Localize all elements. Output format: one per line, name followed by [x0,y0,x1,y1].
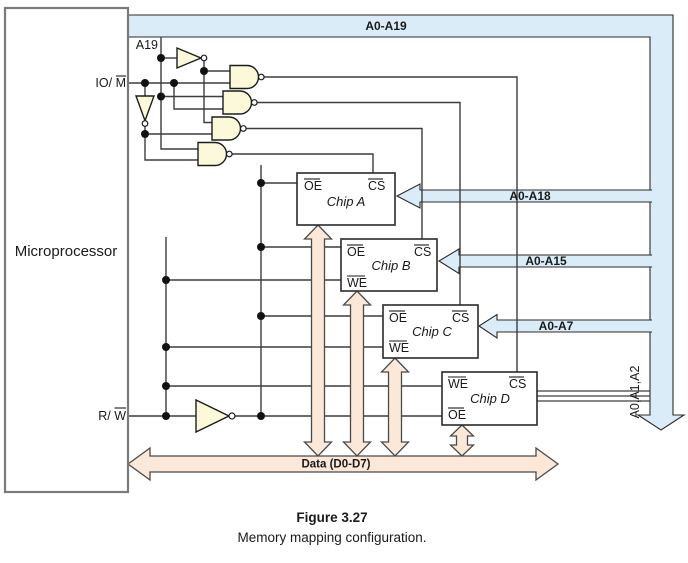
chip-a-box [296,172,396,226]
io-m-pin-label: IO/ M [95,76,126,90]
inverter-rw [195,398,231,434]
junction-dot [200,67,208,75]
inverter-rw-bubble [228,412,236,420]
data-arrow-chip-a [302,224,334,457]
caption-title: Figure 3.27 [296,510,367,525]
wire-a19-inverted [203,60,212,124]
nand-gate-4-bubble [225,150,233,158]
wire-nand2-to-chip-c-cs [257,101,461,305]
data-bus-band [126,446,560,482]
junction-dot [257,243,265,251]
figure-caption: Figure 3.27 Memory mapping configuration… [237,510,426,545]
junction-dot [162,343,170,351]
nand-gate-3 [211,116,242,141]
rw-pin-label: R/ W [98,409,126,423]
microprocessor-box [3,6,130,494]
buffer-inverter-a19 [176,46,203,70]
chip-d-cs-pin: CS [509,377,526,391]
nand-gate-2-bubble [250,99,258,106]
chip-b-oe-pin: OE [347,245,365,259]
chip-b-we-pin: WE [347,276,367,290]
data-arrow-chip-c [379,357,411,457]
address-bus-a0-a19 [127,14,686,431]
nand-gate-1-bubble [257,73,265,81]
wire-nand3-to-chip-b-cs [246,127,423,239]
wire-iom-nand2 [173,83,223,110]
address-arrow-a0-a7 [477,313,655,340]
junction-dot [141,130,149,138]
wire-nand1-to-chip-d-cs [264,76,518,372]
data-bus-label: Data (D0-D7) [301,459,370,471]
nand-gate-1 [229,64,260,90]
wire-iom-inverted [144,126,198,161]
data-arrow-chip-d [448,424,476,457]
wire-a19 [160,37,198,150]
inverter-io-m [134,95,156,123]
chip-a-address-label: A0-A18 [509,189,551,203]
chip-c-address-label: A0-A7 [539,319,574,333]
a19-tap-label: A19 [136,38,158,52]
chip-d-address-label: A0,A1,A2 [628,366,642,419]
chip-b-address-label: A0-A15 [525,254,567,268]
junction-dot [257,412,265,420]
wire-nand4-to-chip-a-cs [232,153,374,173]
junction-dot [157,92,165,101]
inverter-a19-bubble [200,54,208,62]
caption-text: Memory mapping configuration. [237,530,426,545]
chip-b-labels: OE CS WE Chip B [347,244,431,290]
nand-gate-2 [222,90,253,115]
junction-dot [257,179,265,187]
chip-b-box [340,238,438,292]
chip-c-labels: OE CS WE Chip C [389,310,469,355]
chip-c-cs-pin: CS [452,311,469,325]
junction-dot [170,79,178,87]
junction-dot [162,412,170,420]
chip-b-cs-pin: CS [414,245,431,259]
inverter-io-m-bubble [141,120,149,127]
chip-d-oe-pin: OE [448,408,466,422]
address-arrow-a0-a15 [437,248,655,275]
chip-c-box [382,304,479,359]
data-arrow-chip-b [341,290,373,457]
chip-c-name: Chip C [412,324,452,339]
junction-dot [162,276,170,284]
address-bus-band [127,14,686,431]
chip-d-box [441,371,538,426]
chip-d-name: Chip D [470,391,510,406]
data-bus [126,224,560,482]
main-address-bus-label: A0-A19 [365,19,407,33]
microprocessor-label: Microprocessor [15,243,118,260]
chip-a-oe-pin: OE [304,179,322,193]
nand-gate-4 [197,141,228,167]
address-arrow-a0-a18 [395,183,655,209]
decode-logic [134,46,265,434]
chip-a-name: Chip A [327,194,366,209]
junction-dot [157,54,165,62]
chip-d-labels: WE CS OE Chip D [448,376,526,422]
chip-a-cs-pin: CS [368,179,385,193]
junction-dot [162,382,170,390]
signal-wires [128,37,650,417]
chip-a-labels: OE CS Chip A [304,178,385,209]
junction-dots [141,54,265,420]
nand-gate-3-bubble [239,125,247,132]
chip-c-we-pin: WE [389,341,409,355]
chip-d-we-pin: WE [448,377,468,391]
junction-dot [141,79,149,87]
chip-c-oe-pin: OE [389,311,407,325]
chip-b-name: Chip B [371,258,410,273]
junction-dot [257,312,265,320]
